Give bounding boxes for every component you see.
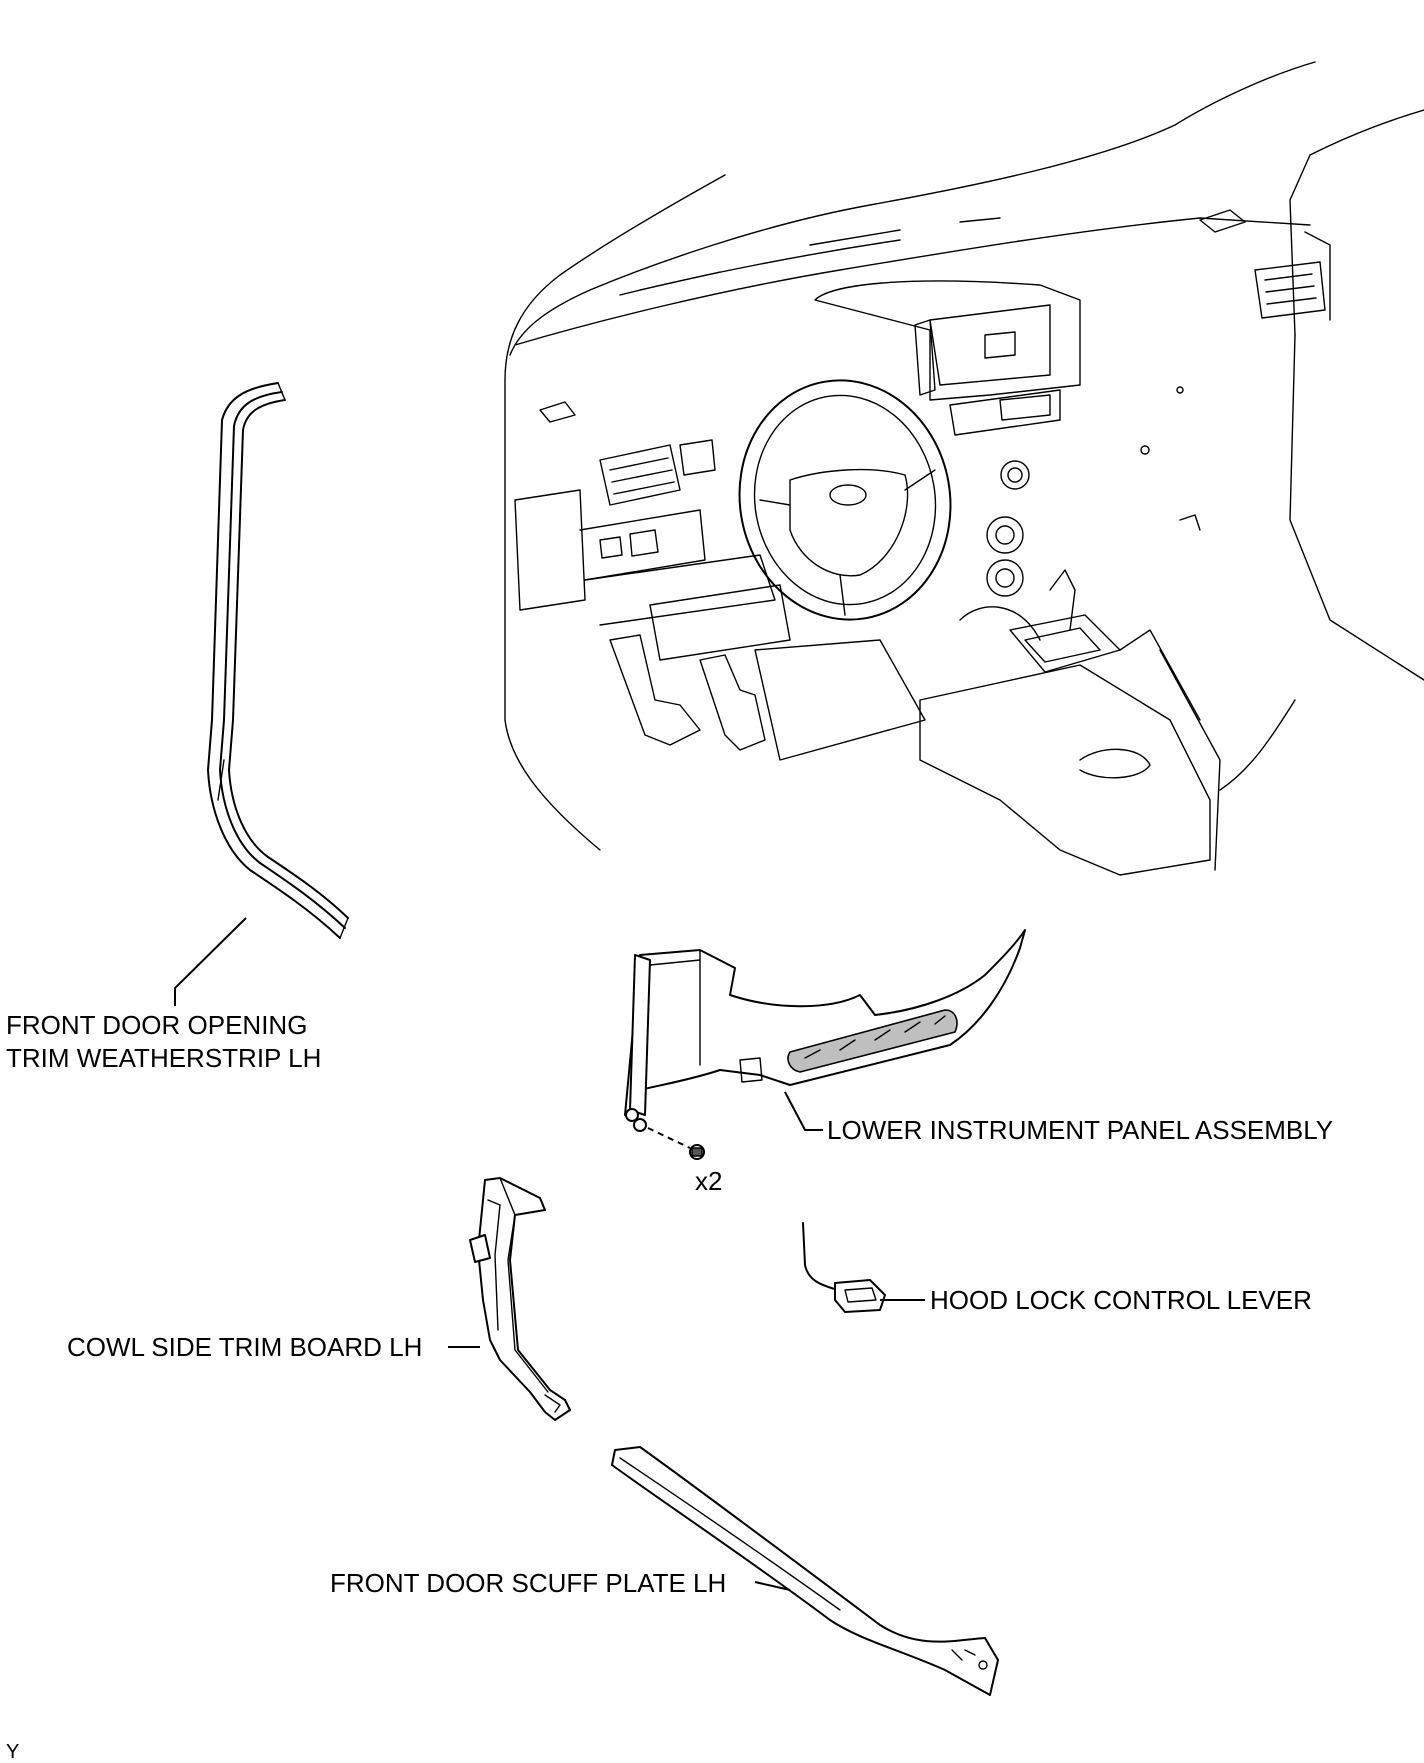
scuff-plate-leader [754, 1581, 791, 1591]
front-door-opening-weatherstrip [207, 382, 349, 939]
weatherstrip-leader [174, 917, 247, 1006]
hood-lock-control-lever [802, 1222, 886, 1313]
label-quantity: x2 [695, 1166, 722, 1196]
lower-panel-leader [784, 1091, 823, 1131]
cowl-side-trim-board [469, 1177, 571, 1421]
label-cowl-side-trim-board: COWL SIDE TRIM BOARD LH [67, 1332, 422, 1362]
corner-mark: Y [6, 1741, 19, 1763]
label-weatherstrip-line1: FRONT DOOR OPENING [6, 1010, 307, 1040]
front-door-scuff-plate [611, 1446, 999, 1696]
label-lower-instrument-panel: LOWER INSTRUMENT PANEL ASSEMBLY [827, 1115, 1333, 1145]
label-weatherstrip-line2: TRIM WEATHERSTRIP LH [6, 1043, 321, 1073]
lower-instrument-panel-assembly [624, 929, 1026, 1160]
dashboard-illustration [504, 61, 1424, 876]
label-hood-lock-control-lever: HOOD LOCK CONTROL LEVER [930, 1285, 1312, 1315]
label-front-door-scuff-plate: FRONT DOOR SCUFF PLATE LH [330, 1568, 726, 1598]
